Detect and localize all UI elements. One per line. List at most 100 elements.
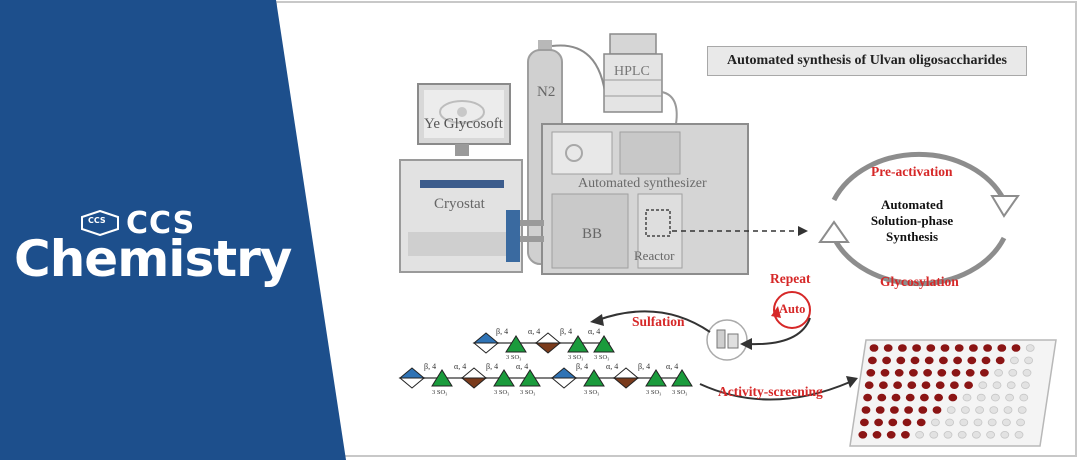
- well-filled: [954, 344, 964, 352]
- well-filled: [910, 356, 920, 365]
- ccs-logo-icon: [81, 210, 119, 236]
- well-filled: [1011, 344, 1021, 352]
- well-filled: [858, 430, 868, 439]
- well-filled: [893, 381, 902, 390]
- sulfation-arrow: [597, 310, 711, 333]
- sulfate-label: 3 SO₃: [520, 389, 536, 396]
- well-filled: [864, 381, 874, 390]
- sulfate-label: 3 SO₃: [506, 354, 522, 361]
- well-filled: [969, 344, 978, 352]
- brand-name-top: CCS: [126, 206, 196, 241]
- well-filled: [981, 356, 991, 365]
- well-filled: [894, 368, 904, 377]
- well-filled: [965, 368, 975, 377]
- well-empty: [962, 393, 972, 402]
- well-empty: [976, 393, 986, 402]
- well-empty: [994, 368, 1003, 377]
- well-filled: [926, 344, 936, 352]
- well-filled: [951, 368, 961, 377]
- linkage-label: β, 4: [560, 327, 573, 336]
- well-filled: [907, 381, 917, 390]
- well-filled: [875, 406, 885, 414]
- well-empty: [945, 418, 954, 427]
- linkage-label: α, 4: [606, 362, 619, 371]
- well-filled: [861, 406, 871, 414]
- well-empty: [915, 430, 924, 439]
- well-filled: [920, 393, 929, 402]
- monitor-label: Ye Glycosoft: [424, 116, 503, 132]
- well-empty: [1003, 406, 1013, 414]
- well-empty: [959, 418, 969, 427]
- well-filled: [872, 430, 882, 439]
- well-empty: [957, 430, 967, 439]
- well-filled: [866, 368, 876, 377]
- journal-brand: CCS CCS Chemistry: [14, 206, 314, 296]
- well-filled: [905, 393, 915, 402]
- well-filled: [886, 430, 896, 439]
- cycle-center-line-2: Solution-phase: [870, 213, 954, 228]
- activity-screening-label: Activity-screening: [718, 384, 823, 399]
- linkage-label: α, 4: [454, 362, 467, 371]
- well-filled: [904, 406, 913, 414]
- linkage-label: β, 4: [638, 362, 651, 371]
- well-filled: [883, 344, 893, 352]
- pre-activation-label: Pre-activation: [871, 164, 953, 179]
- well-filled: [898, 344, 907, 352]
- brand-name-main: Chemistry: [14, 230, 292, 288]
- hplc-label: HPLC: [614, 64, 650, 79]
- well-empty: [1002, 418, 1011, 427]
- glycosylation-label: Glycosylation: [880, 274, 959, 289]
- sulfate-label: 3 SO₃: [646, 389, 662, 396]
- linkage-label: β, 4: [424, 362, 437, 371]
- well-filled: [939, 356, 948, 365]
- well-empty: [986, 430, 995, 439]
- well-empty: [1016, 418, 1025, 427]
- well-empty: [1000, 430, 1010, 439]
- well-empty: [929, 430, 939, 439]
- well-filled: [953, 356, 962, 365]
- sulfate-label: 3 SO₃: [672, 389, 688, 396]
- well-filled: [869, 344, 879, 352]
- well-filled: [918, 406, 928, 414]
- well-filled: [923, 368, 932, 377]
- well-empty: [992, 381, 1002, 390]
- well-empty: [1014, 430, 1024, 439]
- synthesizer-cabinet: [520, 123, 749, 275]
- synthesis-cycle-arrows: [818, 151, 1020, 287]
- well-filled: [916, 418, 926, 427]
- linkage-label: β, 4: [486, 362, 499, 371]
- sulfate-label: 3 SO₃: [584, 389, 600, 396]
- linkage-label: α, 4: [528, 327, 541, 336]
- well-filled: [940, 344, 950, 352]
- well-empty: [1019, 393, 1029, 402]
- brand-panel: [0, 0, 346, 460]
- well-filled: [932, 406, 942, 414]
- well-filled: [950, 381, 959, 390]
- well-filled: [934, 393, 943, 402]
- well-empty: [1025, 344, 1035, 352]
- auto-to-flask-arrow: [747, 317, 811, 346]
- well-filled: [948, 393, 958, 402]
- well-empty: [943, 430, 953, 439]
- well-empty: [987, 418, 997, 427]
- linkage-label: α, 4: [588, 327, 601, 336]
- well-filled: [880, 368, 890, 377]
- synthesizer-label: Automated synthesizer: [578, 176, 707, 191]
- sulfate-label: 3 SO₃: [594, 354, 610, 361]
- well-filled: [995, 356, 1005, 365]
- auto-repeat-circle: [773, 291, 811, 329]
- cylinder-label: N2: [537, 84, 556, 100]
- well-filled: [868, 356, 877, 365]
- well-empty: [991, 393, 1000, 402]
- cycle-center-label: Automated Solution-phase Synthesis: [852, 197, 972, 245]
- sulfate-label: 3 SO₃: [432, 389, 448, 396]
- well-filled: [937, 368, 947, 377]
- well-filled: [935, 381, 945, 390]
- well-empty: [1021, 381, 1030, 390]
- screening-well-plate: [849, 339, 1057, 447]
- glycan-chain-1: [472, 332, 615, 354]
- linkage-label: β, 4: [576, 362, 589, 371]
- well-empty: [1022, 368, 1032, 377]
- well-filled: [912, 344, 921, 352]
